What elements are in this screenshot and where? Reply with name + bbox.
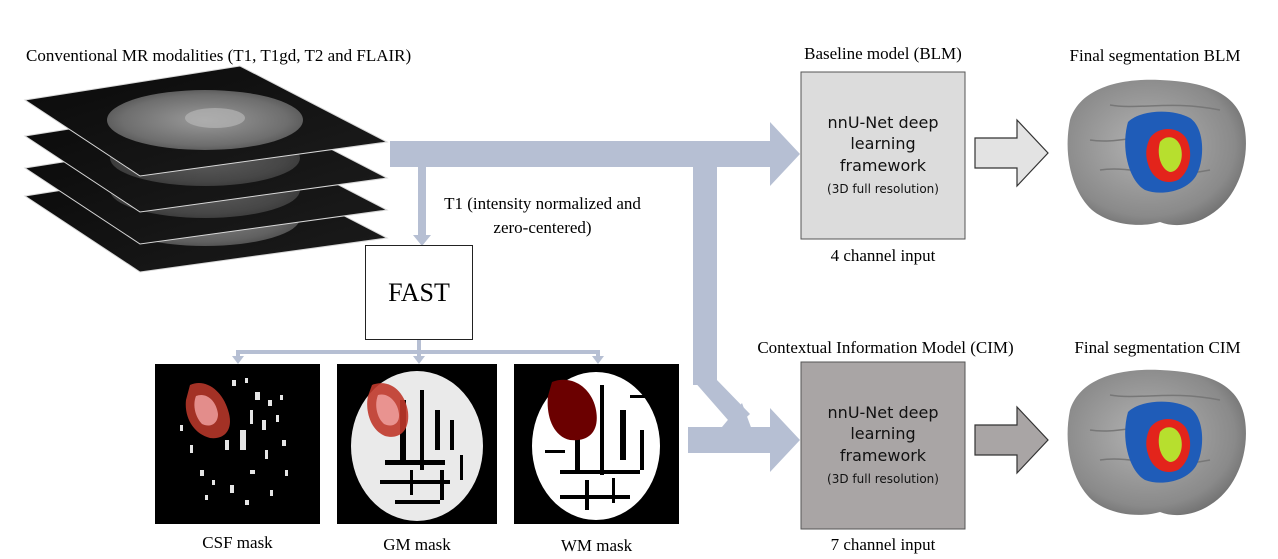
cim-model-box-bg — [800, 361, 966, 530]
wm-mask-image — [514, 364, 679, 524]
cim-box-sub: (3D full resolution) — [827, 472, 939, 486]
blm-model-box: nnU-Net deep learning framework (3D full… — [801, 72, 965, 239]
fast-label: FAST — [388, 277, 450, 307]
cim-segmentation-brain — [1067, 369, 1246, 516]
blm-output-arrow — [974, 118, 1049, 188]
blm-title: Baseline model (BLM) — [804, 44, 962, 63]
csf-mask-image — [155, 364, 320, 524]
t1-note-line2: zero-centered) — [493, 218, 592, 237]
t1-note-line1: T1 (intensity normalized and — [444, 194, 641, 213]
csf-mask-label: CSF mask — [202, 533, 273, 552]
gm-mask-label: GM mask — [383, 535, 451, 554]
gm-mask-image — [337, 364, 497, 524]
blm-output-label: Final segmentation BLM — [1069, 46, 1241, 65]
blm-model-box-bg — [800, 71, 966, 240]
cim-title: Contextual Information Model (CIM) — [757, 338, 1014, 357]
wm-mask-label: WM mask — [560, 536, 633, 555]
cim-box-line3: framework — [839, 446, 927, 465]
cim-input-label: 7 channel input — [830, 535, 936, 554]
mr-slice-stack — [23, 65, 389, 273]
modalities-label: Conventional MR modalities (T1, T1gd, T2… — [26, 46, 412, 65]
cim-output-arrow — [974, 405, 1049, 475]
blm-box-line3: framework — [839, 156, 927, 175]
mr-slice-1 — [23, 65, 389, 177]
blm-input-label: 4 channel input — [830, 246, 936, 265]
blm-box-sub: (3D full resolution) — [827, 182, 939, 196]
fast-box: FAST — [365, 245, 473, 340]
cim-model-box: nnU-Net deep learning framework (3D full… — [801, 362, 965, 529]
blm-box-line1: nnU-Net deep — [827, 113, 939, 132]
flow-arrows — [232, 122, 800, 472]
blm-segmentation-brain — [1067, 79, 1246, 226]
cim-box-line1: nnU-Net deep — [827, 403, 939, 422]
cim-box-line2: learning — [850, 424, 916, 443]
blm-box-line2: learning — [850, 134, 916, 153]
cim-output-label: Final segmentation CIM — [1074, 338, 1241, 357]
